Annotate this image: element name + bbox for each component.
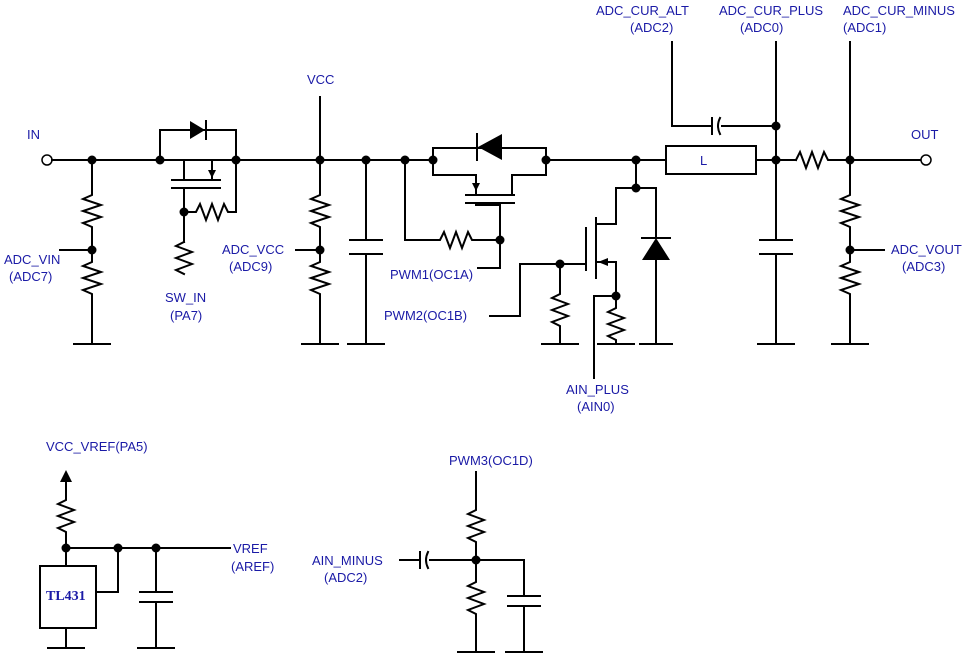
resistor-pwm2-pulldown — [549, 263, 587, 345]
label-pwm2: PWM2(OC1B) — [384, 308, 467, 323]
label-adc-cur-alt: ADC_CUR_ALT — [596, 3, 689, 18]
label-adc-cur-minus-ch: (ADC1) — [843, 20, 886, 35]
junction-dots-top — [87, 121, 855, 301]
label-adc-cur-plus-ch: (ADC0) — [740, 20, 783, 35]
resistor-vin-bottom — [79, 249, 105, 345]
resistor-pwm1-gate — [404, 159, 501, 251]
freewheel-diode — [642, 238, 670, 260]
cap-ain-minus-b — [425, 550, 430, 570]
label-adc-vcc: ADC_VCC — [222, 242, 284, 257]
vcc-vref-arrow — [60, 470, 72, 482]
label-adc-vin: ADC_VIN — [4, 252, 60, 267]
label-vref-pin: (AREF) — [231, 559, 274, 574]
label-sw-in: SW_IN — [165, 290, 206, 305]
resistor-pwm3-bottom — [465, 559, 487, 653]
label-adc-vout-ch: (ADC3) — [902, 259, 945, 274]
ain-plus-lead — [593, 295, 617, 379]
label-ain-minus-ch: (ADC2) — [324, 570, 367, 585]
tl431-body — [39, 565, 97, 629]
in-terminal — [41, 154, 53, 166]
junction-pwm3 — [471, 555, 481, 565]
resistor-vref — [55, 487, 231, 549]
label-adc-vin-ch: (ADC7) — [9, 269, 52, 284]
label-ain-minus: AIN_MINUS — [312, 553, 383, 568]
pwm1-lead — [477, 239, 501, 269]
label-ain-plus-pin: (AIN0) — [577, 399, 615, 414]
cap-cur-alt-b — [717, 116, 722, 136]
body-diode-2 — [478, 134, 502, 160]
label-ain-plus: AIN_PLUS — [566, 382, 629, 397]
inductor-body — [665, 145, 757, 175]
resistor-vcc-bottom — [307, 249, 333, 345]
adc-cur-alt-lead — [671, 41, 711, 127]
resistor-sw-pullup — [183, 159, 237, 223]
label-adc-vout: ADC_VOUT — [891, 242, 962, 257]
label-vref: VREF — [233, 541, 268, 556]
resistor-vin-top — [79, 159, 105, 251]
diode-bypass-wire — [159, 129, 237, 161]
resistor-vcc-top — [307, 159, 333, 251]
resistor-pwm3-top — [465, 471, 487, 561]
label-adc-cur-plus: ADC_CUR_PLUS — [719, 3, 823, 18]
label-pwm1: PWM1(OC1A) — [390, 267, 473, 282]
resistor-sense — [605, 295, 627, 345]
body-diode-1 — [190, 121, 205, 139]
resistor-vout-bottom — [837, 249, 863, 345]
junction-dots-vref — [61, 543, 161, 553]
resistor-shunt — [794, 149, 921, 171]
resistor-vout-top — [837, 41, 863, 251]
label-adc-cur-alt-ch: (ADC2) — [630, 20, 673, 35]
label-tl431: TL431 — [46, 589, 86, 604]
label-out: OUT — [911, 127, 939, 142]
label-adc-vcc-ch: (ADC9) — [229, 259, 272, 274]
fet3-arrow — [598, 258, 608, 266]
label-inductor: L — [700, 153, 707, 168]
label-pwm3: PWM3(OC1D) — [449, 453, 533, 468]
label-sw-in-pin: (PA7) — [170, 308, 202, 323]
out-terminal — [920, 154, 932, 166]
fet2-arrow — [472, 183, 480, 191]
label-in: IN — [27, 127, 40, 142]
label-vcc-vref: VCC_VREF(PA5) — [46, 439, 148, 454]
label-adc-cur-minus: ADC_CUR_MINUS — [843, 3, 955, 18]
tl431-ref — [95, 547, 119, 593]
pwm2-lead — [489, 263, 561, 317]
resistor-sw-in — [173, 240, 195, 276]
label-vcc: VCC — [307, 72, 334, 87]
pfet1-arrow — [208, 170, 216, 178]
